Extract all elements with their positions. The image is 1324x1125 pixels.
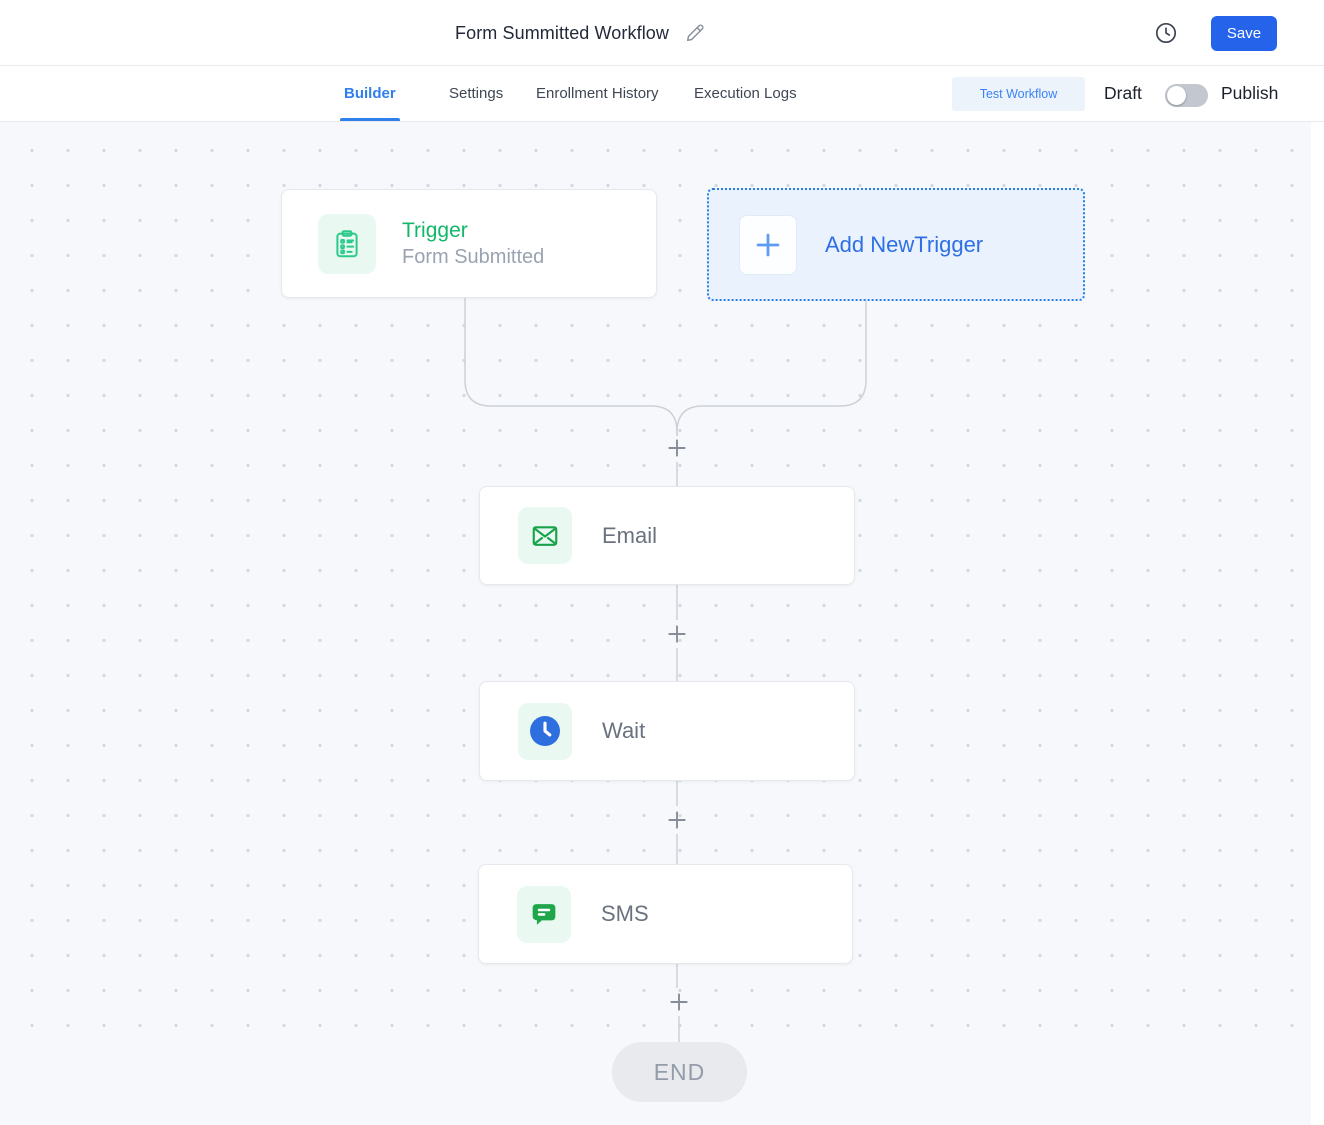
header-actions: Save <box>1154 0 1277 66</box>
email-node-card[interactable]: Email <box>479 486 855 585</box>
tab-enrollment-history[interactable]: Enrollment History <box>536 85 659 102</box>
title-wrap: Form Summitted Workflow <box>455 0 705 66</box>
sms-node-label: SMS <box>601 901 649 926</box>
add-new-trigger-label: Add NewTrigger <box>825 231 984 257</box>
wait-node-card[interactable]: Wait <box>479 681 855 781</box>
end-node: END <box>612 1042 747 1102</box>
email-node-label: Email <box>602 522 658 548</box>
add-step-button[interactable] <box>663 620 691 648</box>
add-step-button[interactable] <box>663 434 691 462</box>
publish-label: Publish <box>1221 83 1279 103</box>
sms-chat-bubble-icon <box>517 885 571 943</box>
trigger-subtitle: Form Submitted <box>402 245 545 268</box>
sms-node-card[interactable]: SMS <box>478 864 853 964</box>
add-new-trigger-card[interactable]: Add NewTrigger <box>707 188 1085 301</box>
tab-bar: Builder Settings Enrollment History Exec… <box>0 66 1324 122</box>
toggle-knob <box>1167 86 1186 105</box>
header: Form Summitted Workflow Save <box>0 0 1324 66</box>
workflow-canvas: Trigger Form Submitted Add NewTrigger <box>0 122 1324 1125</box>
wait-clock-icon <box>518 702 572 760</box>
save-button[interactable]: Save <box>1211 15 1277 51</box>
version-history-clock-icon[interactable] <box>1154 21 1178 45</box>
plus-icon <box>739 214 797 275</box>
tab-execution-logs[interactable]: Execution Logs <box>694 85 797 102</box>
trigger-clipboard-icon <box>318 213 376 274</box>
tab-settings[interactable]: Settings <box>449 85 504 102</box>
tab-builder[interactable]: Builder <box>340 66 400 121</box>
test-workflow-button[interactable]: Test Workflow <box>952 77 1085 111</box>
page-title: Form Summitted Workflow <box>455 22 670 43</box>
add-step-button[interactable] <box>665 988 693 1016</box>
publish-toggle[interactable] <box>1165 84 1208 107</box>
right-gutter <box>1311 122 1324 1125</box>
email-envelope-icon <box>518 507 572 564</box>
trigger-title: Trigger <box>402 218 468 242</box>
connector-lines <box>464 298 867 1042</box>
edit-title-pencil-icon[interactable] <box>685 23 705 43</box>
wait-node-label: Wait <box>602 718 646 743</box>
trigger-text: Trigger Form Submitted <box>402 219 544 269</box>
draft-label: Draft <box>1104 83 1142 103</box>
add-step-button[interactable] <box>663 806 691 834</box>
trigger-node-card[interactable]: Trigger Form Submitted <box>281 189 657 298</box>
